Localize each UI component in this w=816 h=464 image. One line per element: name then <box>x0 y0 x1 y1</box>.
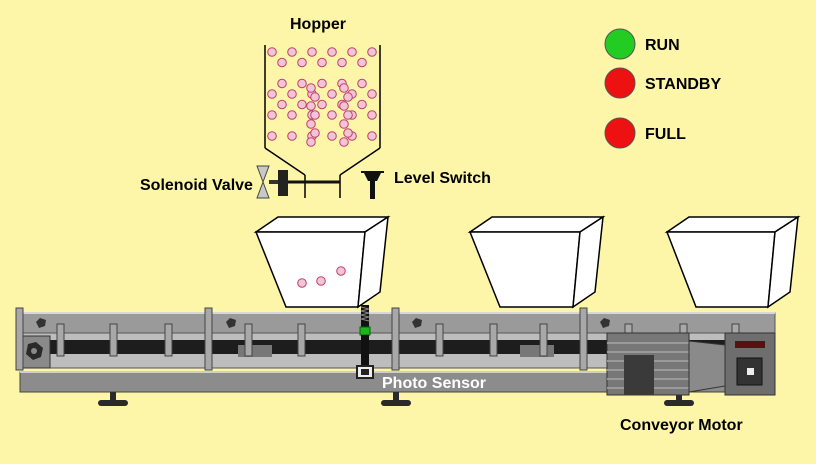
product-ball <box>310 128 320 138</box>
level-switch[interactable] <box>361 171 384 199</box>
product-ball <box>307 47 317 57</box>
product-ball <box>367 47 377 57</box>
product-ball <box>267 110 277 120</box>
product-ball <box>367 131 377 141</box>
solenoid-valve[interactable] <box>256 165 340 199</box>
product-ball <box>327 89 337 99</box>
product-ball <box>317 57 327 68</box>
product-ball <box>306 137 316 147</box>
product-ball <box>306 101 316 111</box>
level-switch-label: Level Switch <box>394 170 491 187</box>
product-ball <box>357 57 367 68</box>
product-ball <box>317 99 327 110</box>
product-ball <box>277 78 287 89</box>
indicator-lamp <box>604 67 636 99</box>
product-ball <box>367 89 377 99</box>
product-ball <box>297 57 307 68</box>
product-ball <box>337 57 347 68</box>
product-ball <box>297 78 307 89</box>
indicator-label: RUN <box>645 37 680 54</box>
product-ball <box>297 99 307 110</box>
box-2 <box>467 215 606 309</box>
product-ball <box>343 92 353 102</box>
product-ball <box>339 101 349 111</box>
product-ball <box>339 83 349 93</box>
product-ball <box>317 78 327 89</box>
product-ball <box>343 128 353 138</box>
indicator-lamp <box>604 117 636 149</box>
indicator-run: RUN <box>604 28 680 60</box>
hopper <box>264 45 381 198</box>
product-ball <box>367 110 377 120</box>
indicator-label: STANDBY <box>645 76 721 93</box>
product-ball <box>267 47 277 57</box>
product-ball <box>277 57 287 68</box>
product-ball <box>310 92 320 102</box>
box-1-contents <box>297 266 346 288</box>
indicator-full: FULL <box>604 117 686 149</box>
photo-sensor-label: Photo Sensor <box>382 375 486 392</box>
product-ball <box>267 89 277 99</box>
product-ball <box>287 110 297 120</box>
indicator-label: FULL <box>645 126 686 143</box>
photo-sensor <box>356 305 374 379</box>
product-ball <box>287 131 297 141</box>
conveyor-motor-label: Conveyor Motor <box>620 417 743 434</box>
product-ball <box>277 99 287 110</box>
box-1 <box>253 215 391 309</box>
product-ball <box>306 83 316 93</box>
product-ball <box>347 47 357 57</box>
product-ball <box>316 276 326 286</box>
indicator-standby: STANDBY <box>604 67 721 99</box>
product-ball <box>357 99 367 110</box>
box-3 <box>664 215 801 309</box>
status-indicators: RUN STANDBY FULL <box>604 28 721 149</box>
solenoid-valve-label: Solenoid Valve <box>140 177 253 194</box>
indicator-lamp <box>604 28 636 60</box>
product-ball <box>343 110 353 120</box>
conveyor-motor[interactable] <box>606 332 776 396</box>
product-ball <box>287 89 297 99</box>
product-ball <box>339 137 349 147</box>
product-ball <box>267 131 277 141</box>
product-ball <box>310 110 320 120</box>
product-ball <box>336 266 346 276</box>
product-ball <box>357 78 367 89</box>
product-ball <box>327 110 337 120</box>
product-ball <box>297 278 307 288</box>
product-ball <box>306 119 316 129</box>
product-ball <box>287 47 297 57</box>
product-ball <box>327 47 337 57</box>
hopper-contents <box>267 47 377 147</box>
product-ball <box>327 131 337 141</box>
product-ball <box>339 119 349 129</box>
hopper-label: Hopper <box>290 16 346 33</box>
